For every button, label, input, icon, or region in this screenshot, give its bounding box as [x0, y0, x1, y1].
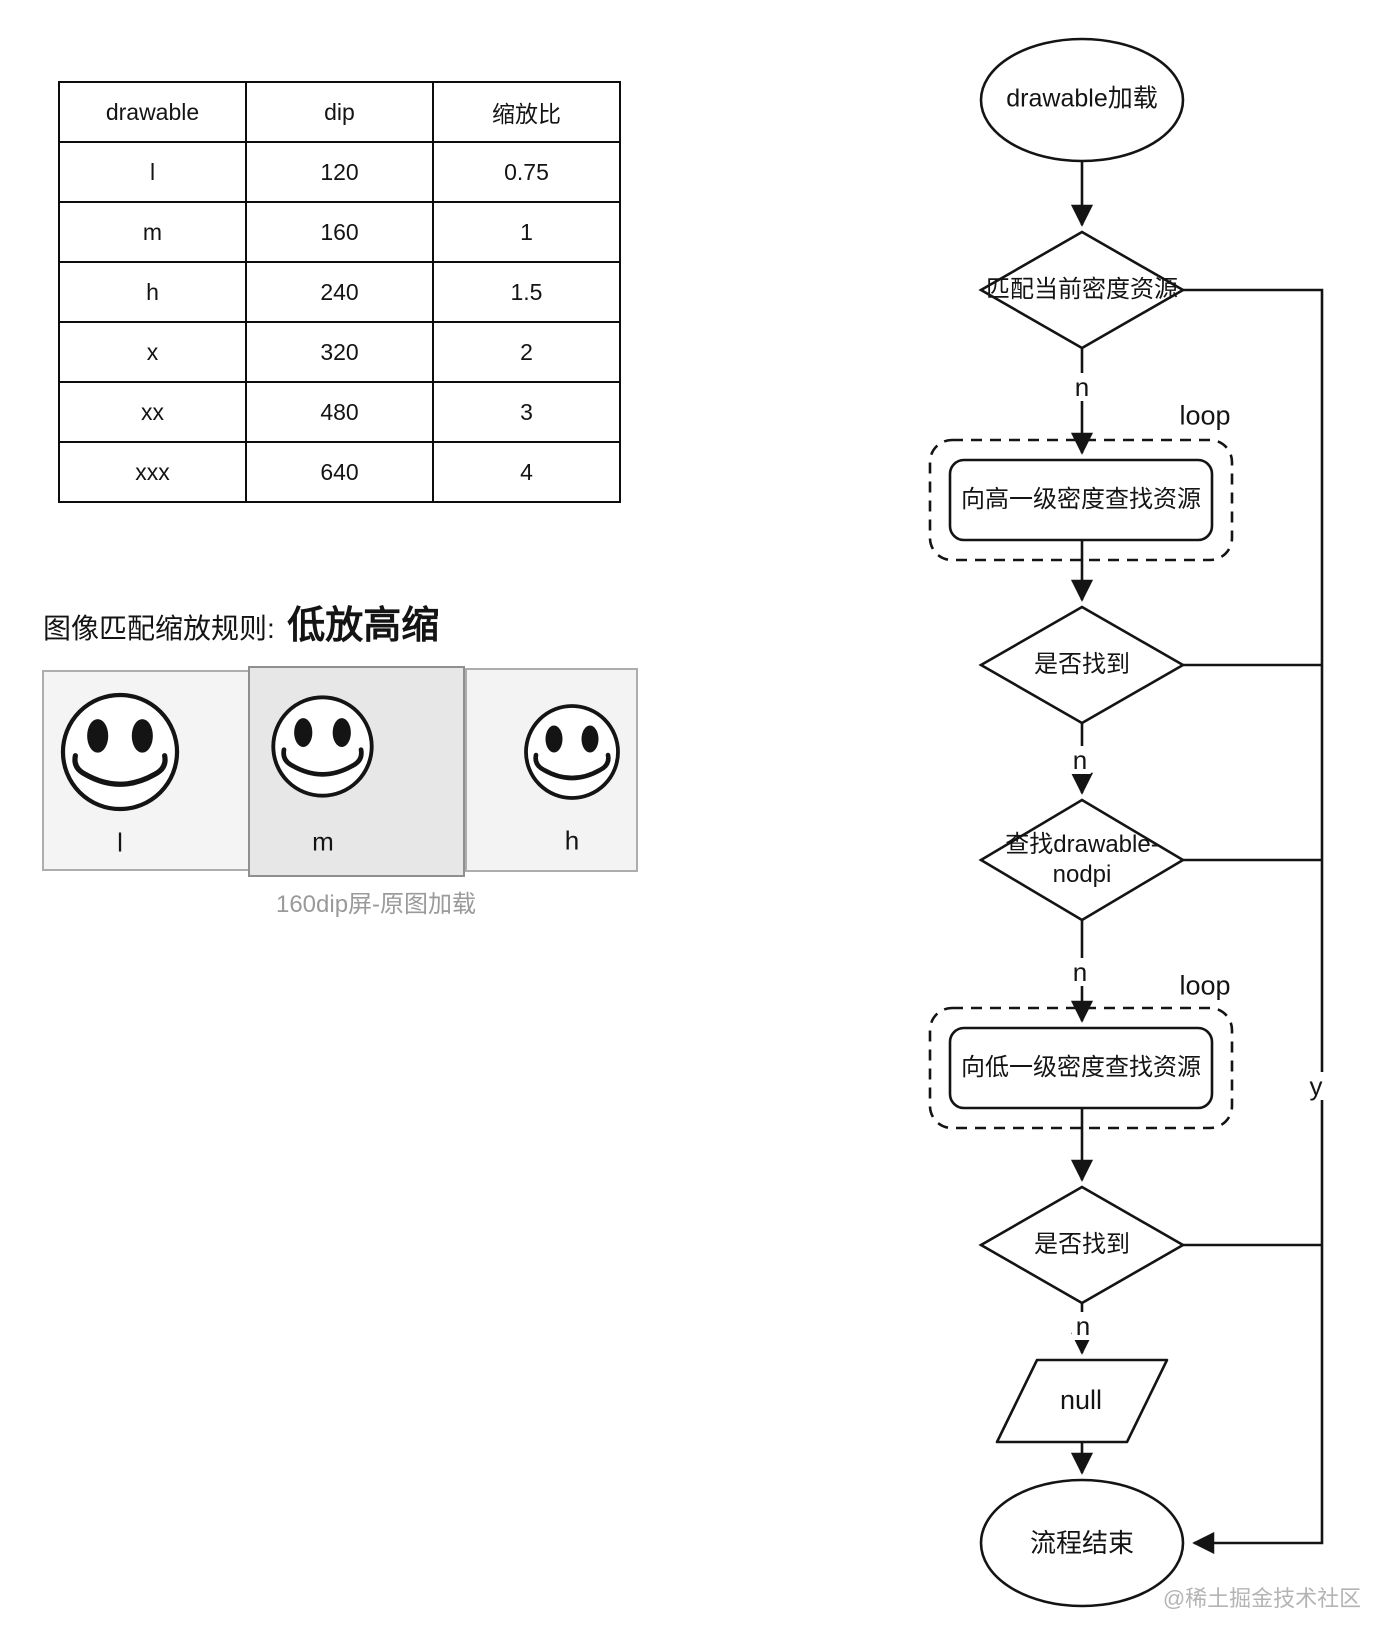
- col-header-dip: dip: [245, 81, 434, 143]
- loop1-label: loop: [1179, 400, 1231, 431]
- cell: 160: [245, 201, 434, 263]
- cell: h: [58, 261, 247, 323]
- cell: 3: [432, 381, 621, 443]
- edge-label-n2: n: [1068, 746, 1092, 774]
- process-lower-label: 向低一级密度查找资源: [961, 1054, 1201, 1081]
- process-lower-box: [948, 1026, 1214, 1110]
- dpi-table: drawable dip 缩放比 l 120 0.75 m 160 1 h 24…: [58, 81, 621, 503]
- decision-found2-diamond: [978, 1185, 1186, 1305]
- process-higher-box: [948, 458, 1214, 542]
- decision-found2-label: 是否找到: [1034, 1231, 1130, 1258]
- decision-nodpi-diamond: [978, 798, 1186, 922]
- col-header-scale: 缩放比: [432, 81, 621, 143]
- null-parallelogram: [995, 1358, 1169, 1444]
- table-row: m 160 1: [58, 201, 621, 263]
- cell: 480: [245, 381, 434, 443]
- cell: 640: [245, 441, 434, 503]
- col-header-drawable: drawable: [58, 81, 247, 143]
- loop2-label: loop: [1179, 970, 1231, 1001]
- rule-title-prefix: 图像匹配缩放规则:: [43, 613, 275, 644]
- panel-caption: 160dip屏-原图加载: [275, 891, 477, 918]
- edge-label-n4: n: [1071, 1312, 1095, 1340]
- table-row: x 320 2: [58, 321, 621, 383]
- start-ellipse: [979, 37, 1185, 163]
- table-header-row: drawable dip 缩放比: [58, 81, 621, 143]
- edge-label-y: y: [1305, 1072, 1327, 1100]
- panel-label-m: m: [312, 826, 334, 857]
- cell: xx: [58, 381, 247, 443]
- loop1-dashed-box: [928, 438, 1234, 562]
- table-row: xxx 640 4: [58, 441, 621, 503]
- decision-match-label: 匹配当前密度资源: [986, 276, 1178, 303]
- edge-label-n3: n: [1068, 958, 1092, 986]
- cell: 240: [245, 261, 434, 323]
- edge-y-branch: [1183, 288, 1324, 1555]
- loop2-dashed-box: [928, 1006, 1234, 1130]
- end-label: 流程结束: [1029, 1527, 1135, 1558]
- smiley-icon: [60, 692, 180, 812]
- cell: m: [58, 201, 247, 263]
- decision-found1-diamond: [978, 605, 1186, 725]
- smiley-icon: [271, 695, 374, 798]
- table-row: h 240 1.5: [58, 261, 621, 323]
- cell: 1: [432, 201, 621, 263]
- cell: 4: [432, 441, 621, 503]
- decision-match-diamond: [978, 230, 1186, 350]
- cell: 120: [245, 141, 434, 203]
- null-label: null: [1059, 1385, 1103, 1416]
- end-ellipse: [979, 1478, 1185, 1608]
- smiley-icon: [524, 704, 620, 800]
- cell: xxx: [58, 441, 247, 503]
- edge-label-n1: n: [1070, 373, 1094, 401]
- start-label: drawable加载: [1006, 84, 1158, 113]
- panel-label-h: h: [564, 825, 580, 856]
- cell: 320: [245, 321, 434, 383]
- cell: 0.75: [432, 141, 621, 203]
- decision-nodpi-label: 查找drawable-nodpi: [1005, 831, 1159, 888]
- cell: 1.5: [432, 261, 621, 323]
- process-higher-label: 向高一级密度查找资源: [961, 486, 1201, 513]
- table-row: xx 480 3: [58, 381, 621, 443]
- table-row: l 120 0.75: [58, 141, 621, 203]
- rule-title: 图像匹配缩放规则: 低放高缩: [43, 594, 439, 649]
- panel-label-l: l: [117, 827, 123, 858]
- cell: l: [58, 141, 247, 203]
- watermark: @稀土掘金技术社区: [1162, 1586, 1362, 1611]
- cell: x: [58, 321, 247, 383]
- rule-title-highlight: 低放高缩: [287, 605, 440, 647]
- decision-found1-label: 是否找到: [1034, 651, 1130, 678]
- cell: 2: [432, 321, 621, 383]
